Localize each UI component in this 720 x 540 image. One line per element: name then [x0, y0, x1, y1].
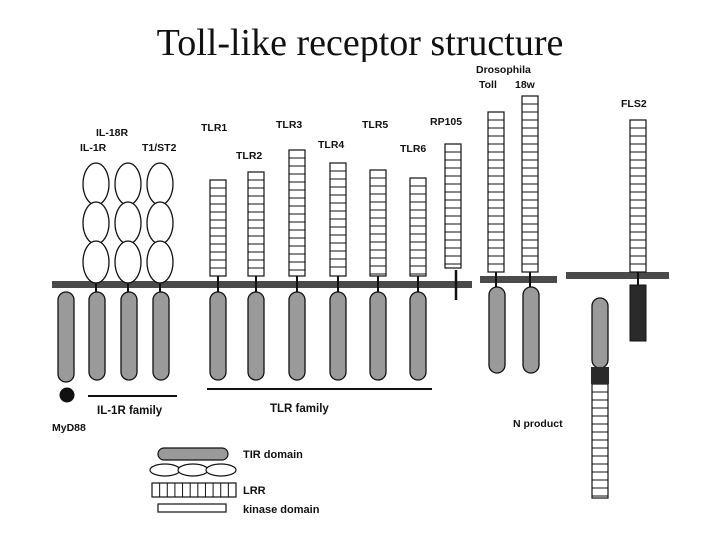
label-tlr2: TLR2: [236, 150, 262, 162]
death-domain: [59, 387, 75, 403]
legend-tir-label: TIR domain: [243, 449, 303, 461]
receptor-tlr5: [369, 169, 387, 292]
lrr-stack: [444, 143, 462, 269]
n-product-nbs: [591, 367, 609, 384]
legend-ig-swatch: [149, 463, 181, 477]
tir-domain: [209, 291, 227, 381]
ig-domain: [146, 162, 174, 206]
tir-domain: [488, 286, 506, 374]
label-tlr1: TLR1: [201, 122, 227, 134]
tir-domain: [88, 291, 106, 381]
membrane-segment-3: [566, 272, 669, 279]
receptor-tlr2: [247, 171, 265, 292]
receptor-tlr3: [288, 149, 306, 292]
label-n-product: N product: [513, 418, 563, 430]
label-il1r: IL-1R: [80, 142, 107, 154]
legend-kinase-swatch: [157, 503, 227, 513]
legend-tir-swatch: [157, 447, 229, 461]
label-rp105: RP105: [430, 116, 462, 128]
myd88: [57, 291, 75, 403]
label-tlr5: TLR5: [362, 119, 388, 131]
ig-domain: [114, 201, 142, 245]
label-fls2: FLS2: [621, 98, 647, 110]
tir-domain: [120, 291, 138, 381]
receptor-il1r: [82, 162, 110, 381]
label-il18r: IL-18R: [96, 127, 129, 139]
receptor-tlr1: [209, 179, 227, 292]
n-product: [591, 383, 609, 499]
label-t1st2: T1/ST2: [142, 142, 177, 154]
label-il1r-family: IL-1R family: [97, 405, 163, 417]
label-tlr4: TLR4: [318, 139, 344, 151]
membrane-segment-2: [480, 276, 557, 283]
tir-domain: [288, 291, 306, 381]
tir-domain: [247, 291, 265, 381]
kinase-domain: [629, 284, 647, 342]
ig-domain: [114, 240, 142, 284]
receptor-rp105: [444, 143, 462, 269]
tir-domain: [329, 291, 347, 381]
ig-domain: [82, 162, 110, 206]
receptor-drosophila-toll: [487, 111, 505, 287]
label-myd88: MyD88: [52, 422, 86, 434]
label-18w: 18w: [515, 79, 536, 91]
receptor-fls2: [629, 119, 647, 285]
lrr-stack: [409, 177, 427, 277]
lrr-stack: [288, 149, 306, 277]
tir-domain: [522, 286, 540, 374]
label-tlr3: TLR3: [276, 119, 302, 131]
label-tlr-family: TLR family: [270, 403, 329, 415]
lrr-stack: [629, 119, 647, 273]
tir-domain: [369, 291, 387, 381]
legend-kinase-label: kinase domain: [243, 504, 320, 516]
membrane-segment-1: [52, 281, 472, 288]
lrr-stack: [591, 383, 609, 499]
ig-domain: [146, 201, 174, 245]
tir-domain: [152, 291, 170, 381]
ig-domain: [114, 162, 142, 206]
ig-domain: [82, 201, 110, 245]
label-drosophila: Drosophila: [476, 64, 531, 76]
label-toll: Toll: [479, 79, 497, 91]
ig-domain: [146, 240, 174, 284]
legend: TIR domain LRR kinase domain: [149, 447, 320, 516]
receptor-tlr4: [329, 162, 347, 292]
slide-title: Toll-like receptor structure: [156, 22, 564, 62]
receptor-il18r: [114, 162, 142, 381]
receptor-18w: [521, 95, 539, 287]
legend-lrr-swatch: [151, 482, 237, 498]
legend-lrr-label: LRR: [243, 485, 266, 497]
receptor-t1st2: [146, 162, 174, 381]
tir-domain: [57, 291, 75, 383]
tir-domain: [409, 291, 427, 381]
receptor-tlr6: [409, 177, 427, 292]
label-tlr6: TLR6: [400, 143, 426, 155]
tir-domain: [591, 297, 609, 369]
ig-domain: [82, 240, 110, 284]
